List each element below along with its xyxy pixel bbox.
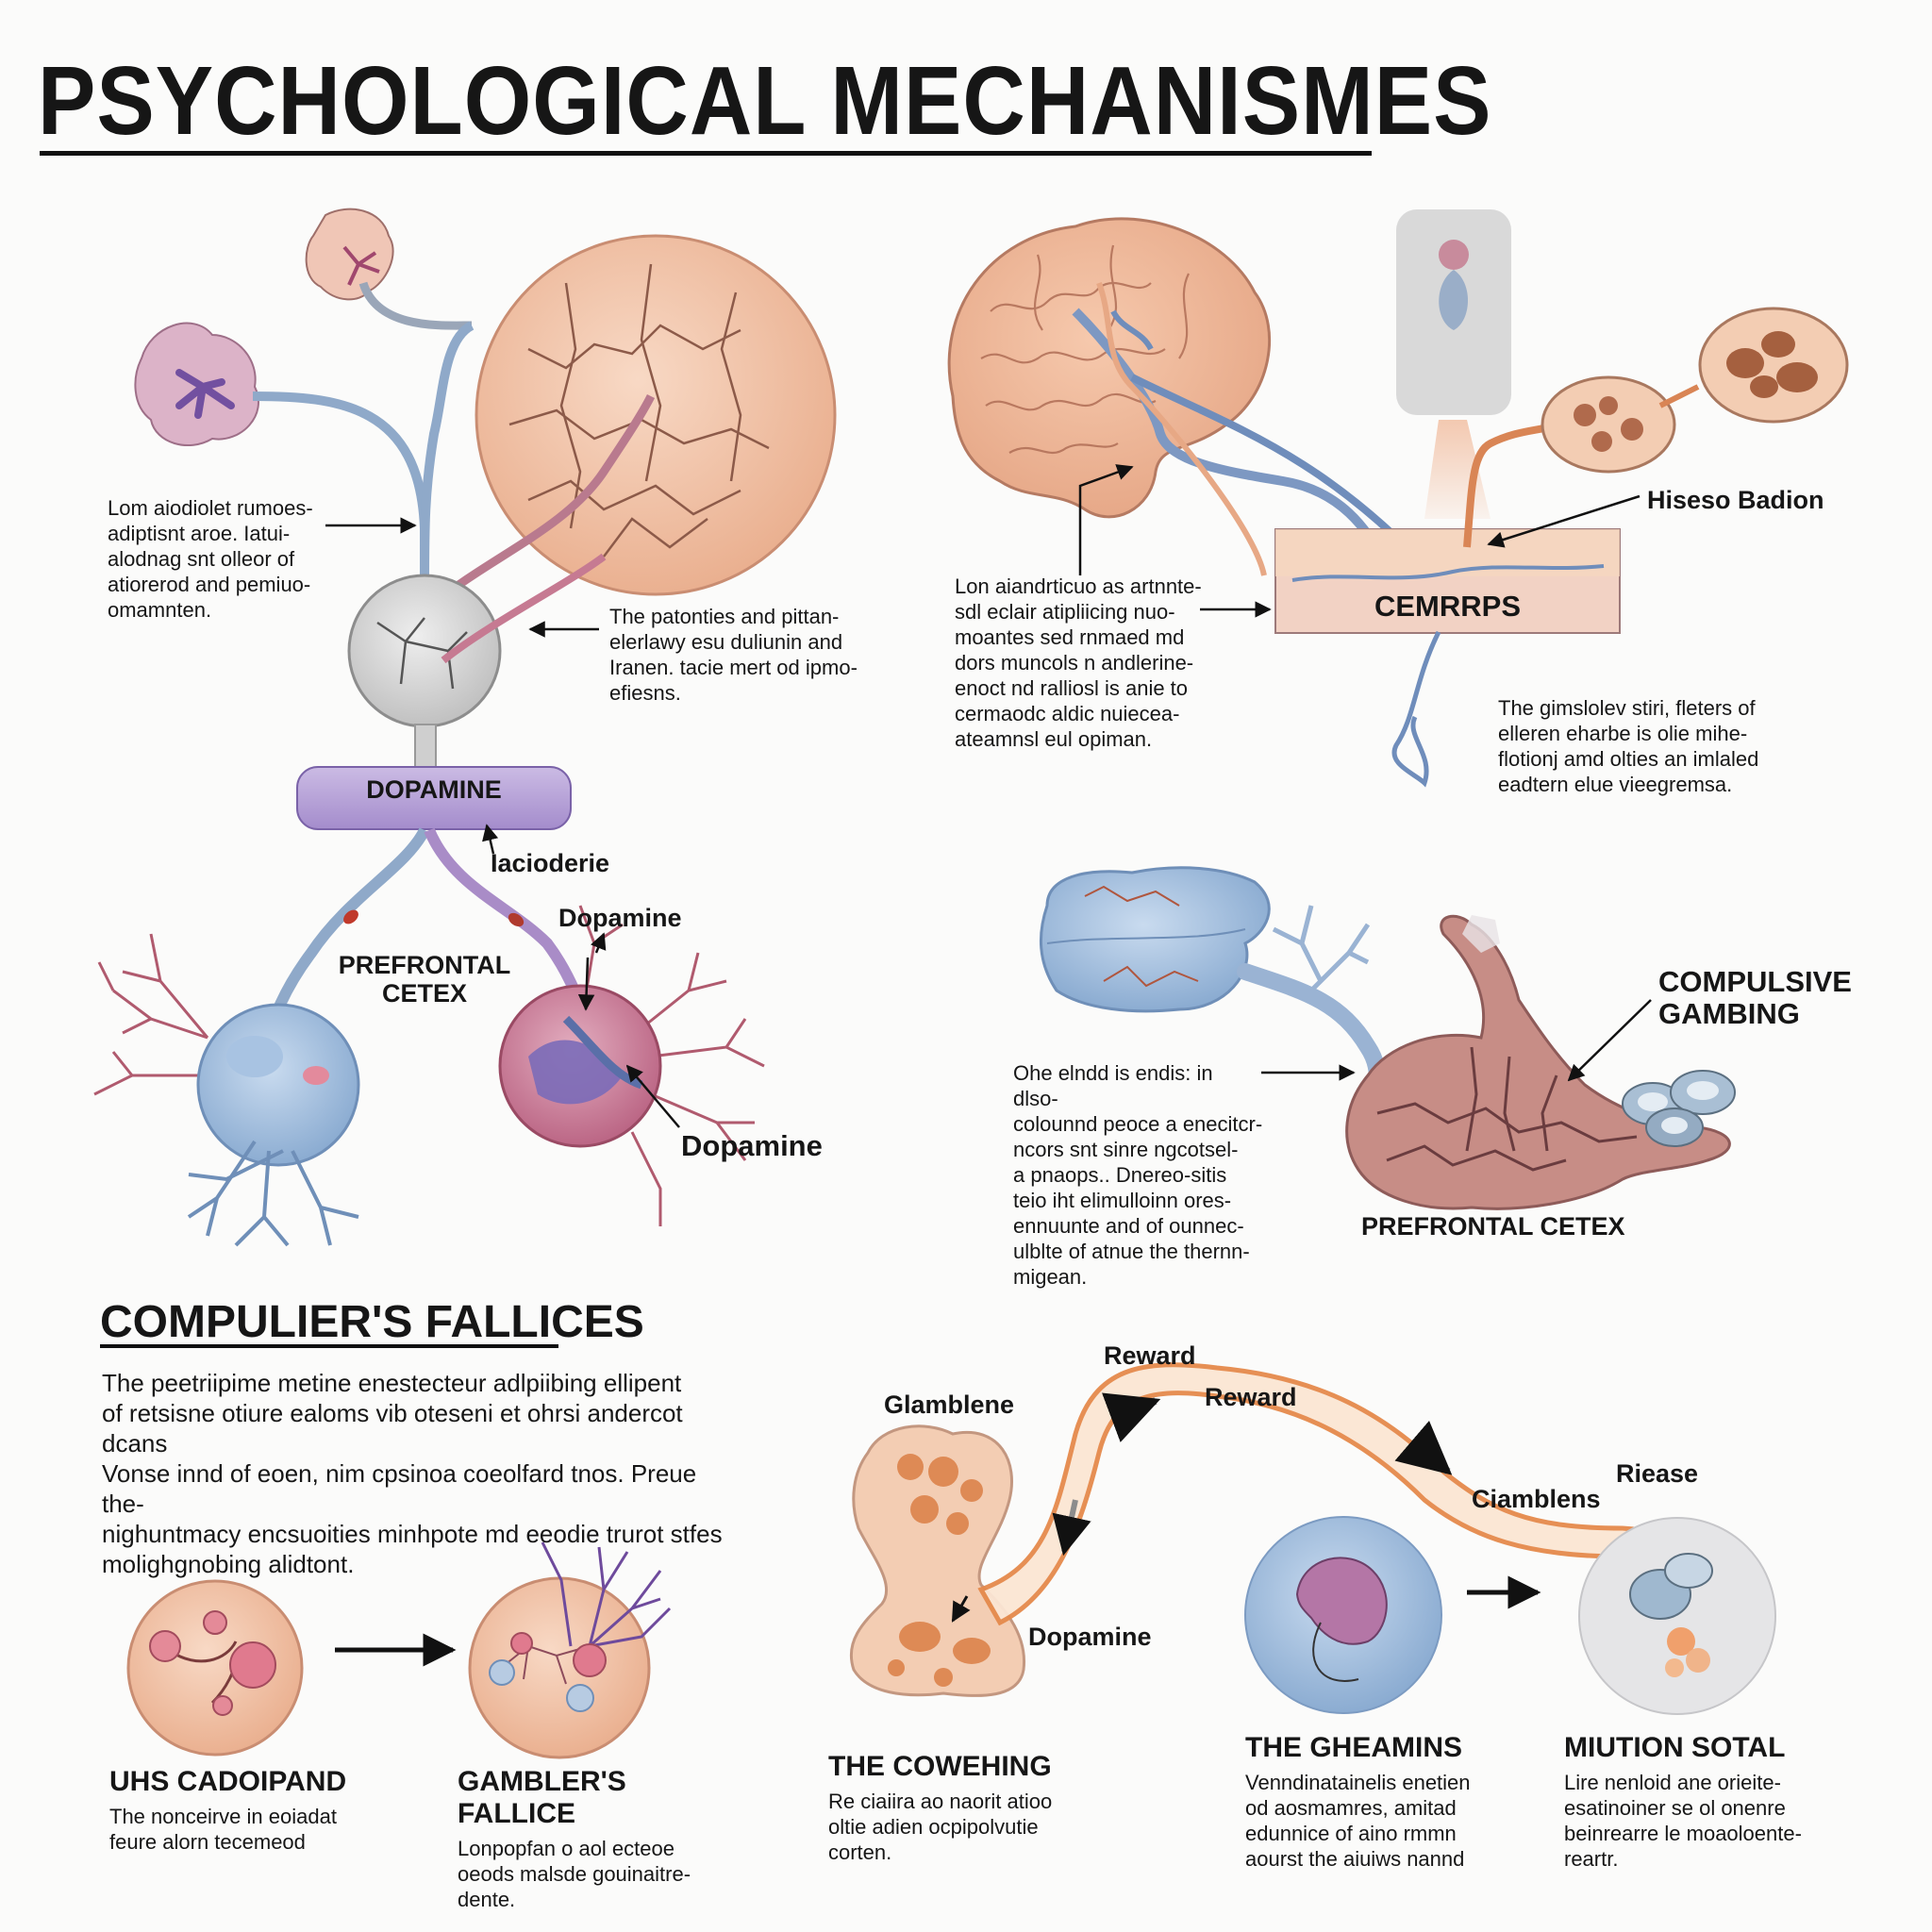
dopamine-label-lower: Dopamine [681,1129,823,1162]
prefrontal-cetex-caption: PREFRONTAL CETEX [1361,1212,1625,1241]
caption-title: MIUTION SOTAL [1564,1732,1786,1763]
prefrontal-tissue [1345,914,1731,1210]
reward-label-inner: Reward [1205,1383,1297,1411]
compulsive-gambling-label: COMPULSIVE GAMBING [1658,965,1852,1031]
grey-nucleus [347,574,502,728]
caption-miution-sotal: MIUTION SOTAL Lire nenloid ane orieite- … [1564,1732,1838,1872]
dopamine-label-upper: Dopamine [558,904,682,932]
caption-gamblers-fallice: GAMBLER'S FALLICE Lonpopfan o aol ecteoe… [458,1766,722,1912]
panel-b-note-right: The gimslolev stiri, fleters of elleren … [1498,696,1759,796]
hiseso-badion-label: Hiseso Badion [1647,486,1824,514]
section-underline [100,1344,558,1348]
ciamblens-label: Ciamblens [1472,1485,1601,1513]
riease-label: Riease [1616,1459,1699,1488]
caption-text: Lonpopfan o aol ecteoe oeods malsde goui… [458,1837,691,1911]
glamblene-label: Glamblene [884,1391,1015,1419]
caption-the-cowehing: THE COWEHING Re ciaiira ao naorit atioo … [828,1751,1092,1865]
panel-a-note-left: Lom aiodiolet rumoes- adiptisnt aroe. Ia… [108,496,313,622]
caption-title: THE GHEAMINS [1245,1732,1463,1763]
reward-label-top: Reward [1104,1341,1196,1370]
blue-neuron [93,933,360,1247]
pink-neuron [498,905,765,1226]
page-title: PSYCHOLOGICAL MECHANISMES [38,47,1492,156]
blue-lobe [1039,866,1271,1013]
section-paragraph: The peetriipime metine enestecteur adlpi… [102,1369,723,1578]
cemrrps-label: CEMRRPS [1374,590,1521,623]
caption-uhs-cadoipand: UHS CADOIPAND The nonceirve in eoiadat f… [109,1766,355,1855]
panel-c-note: Ohe elndd is endis: in dlso- colounnd pe… [1013,1061,1263,1289]
caption-text: The nonceirve in eoiadat feure alorn tec… [109,1805,337,1854]
fallacy-diagrams [126,1541,672,1759]
gambling-chips-icon [1622,1070,1736,1147]
reward-flow [849,1362,1776,1715]
caption-text: Lire nenloid ane orieite- esatinoiner se… [1564,1771,1802,1871]
prefrontal-label: PREFRONTAL CETEX [338,951,511,1008]
panel-b-note-left: Lon aiandrticuo as artnnte- sdl eclair a… [955,575,1202,751]
caption-the-gheamins: THE GHEAMINS Venndinatainelis enetien od… [1245,1732,1519,1872]
caption-title: UHS CADOIPAND [109,1766,347,1797]
caption-text: Re ciaiira ao naorit atioo oltie adien o… [828,1790,1053,1864]
panel-b-brain [947,209,1849,788]
panel-c-prefrontal [1039,866,1736,1210]
title-underline [40,151,1372,156]
large-peach-cell [475,234,837,596]
tissue-oval-2 [1698,307,1849,424]
cell-circle-1 [126,1579,304,1757]
panel-a-dopamine-pathway [93,208,837,1247]
dopamine-flow-label: Dopamine [1028,1623,1152,1651]
caption-text: Venndinatainelis enetien od aosmamres, a… [1245,1771,1471,1871]
section-heading: COMPULIER'S FALLICES [100,1297,644,1347]
dopamine-box-label: DOPAMINE [366,775,502,804]
tissue-oval-1 [1541,375,1676,474]
grey-circle [1578,1517,1776,1715]
caption-title: THE COWEHING [828,1751,1052,1782]
caption-title: GAMBLER'S FALLICE [458,1766,626,1829]
branch-label: Iacioderie [491,849,610,877]
panel-a-note-right: The patonties and pittan- elerlawy esu d… [609,605,858,705]
